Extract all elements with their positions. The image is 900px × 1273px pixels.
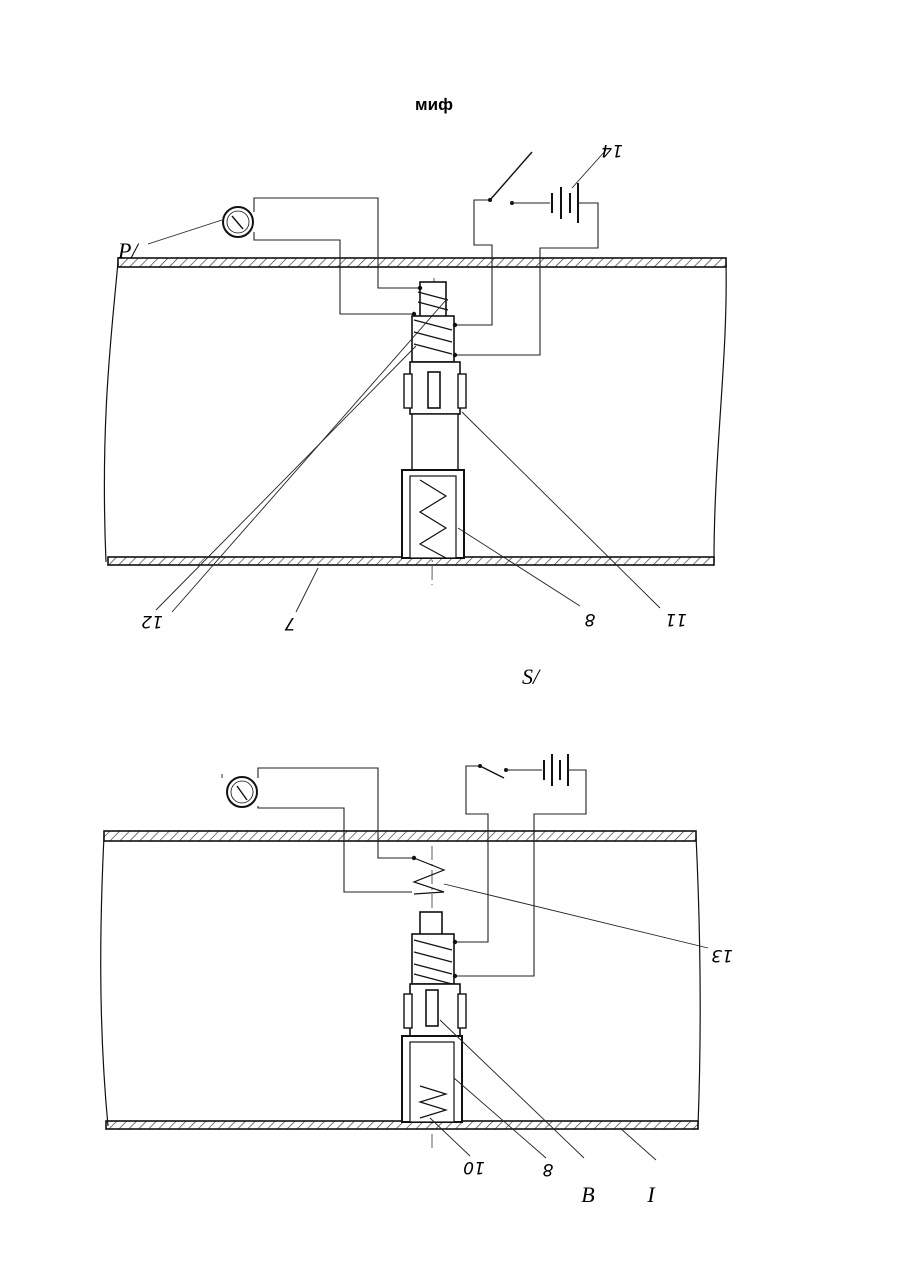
- coil-body-1: [412, 316, 454, 362]
- plunger-tip-2: [420, 912, 442, 936]
- pipe-2: [101, 831, 700, 1129]
- holder-left-jaw-1: [404, 374, 412, 408]
- holder-right-jaw-1: [458, 374, 466, 408]
- rod-1: [412, 414, 458, 472]
- callout-10: 10: [463, 1157, 485, 1177]
- switch-circuit-2: [455, 754, 586, 976]
- callout-8-fig2: 8: [542, 1159, 553, 1179]
- callout-13: 13: [711, 945, 733, 965]
- callout-14: 14: [601, 140, 623, 160]
- callout-11: 11: [665, 609, 687, 629]
- holder-right-jaw-2: [458, 994, 466, 1028]
- pressure-gauge-2: [227, 768, 414, 892]
- figure-2: 13 10 8 B I: [101, 754, 733, 1207]
- figure-1: P/ 14 12 7 8 11 S/: [104, 140, 726, 689]
- battery-1: [552, 183, 578, 223]
- label-b: B: [581, 1182, 594, 1207]
- upper-spring-2: [414, 858, 444, 894]
- pipe-1-right-end: [714, 262, 726, 562]
- label-i: I: [646, 1182, 656, 1207]
- battery-2: [544, 754, 568, 786]
- callout-8-fig1: 8: [584, 609, 595, 629]
- mechanism-1: [402, 282, 466, 558]
- callout-7: 7: [284, 613, 295, 633]
- pipe-1-top-wall: [118, 258, 726, 267]
- mechanism-2: [402, 856, 466, 1122]
- pipe-1-left-end: [104, 262, 118, 562]
- switch-2-lever: [480, 766, 504, 778]
- pressure-gauge-1: [148, 198, 420, 314]
- pipe-2-top-wall: [104, 831, 696, 841]
- label-s: S/: [522, 664, 541, 689]
- gauge-1-dial: [223, 207, 253, 237]
- holder-left-jaw-2: [404, 994, 412, 1028]
- label-p: P/: [117, 238, 139, 263]
- pipe-2-left-end: [101, 836, 108, 1126]
- holder-slot-2: [426, 990, 438, 1026]
- pipe-2-right-end: [696, 836, 700, 1126]
- switch-circuit-1: [455, 150, 606, 355]
- switch-1-lever: [490, 152, 532, 200]
- holder-slot-1: [428, 372, 440, 408]
- callout-12: 12: [141, 611, 163, 631]
- page-title: миф: [415, 95, 453, 114]
